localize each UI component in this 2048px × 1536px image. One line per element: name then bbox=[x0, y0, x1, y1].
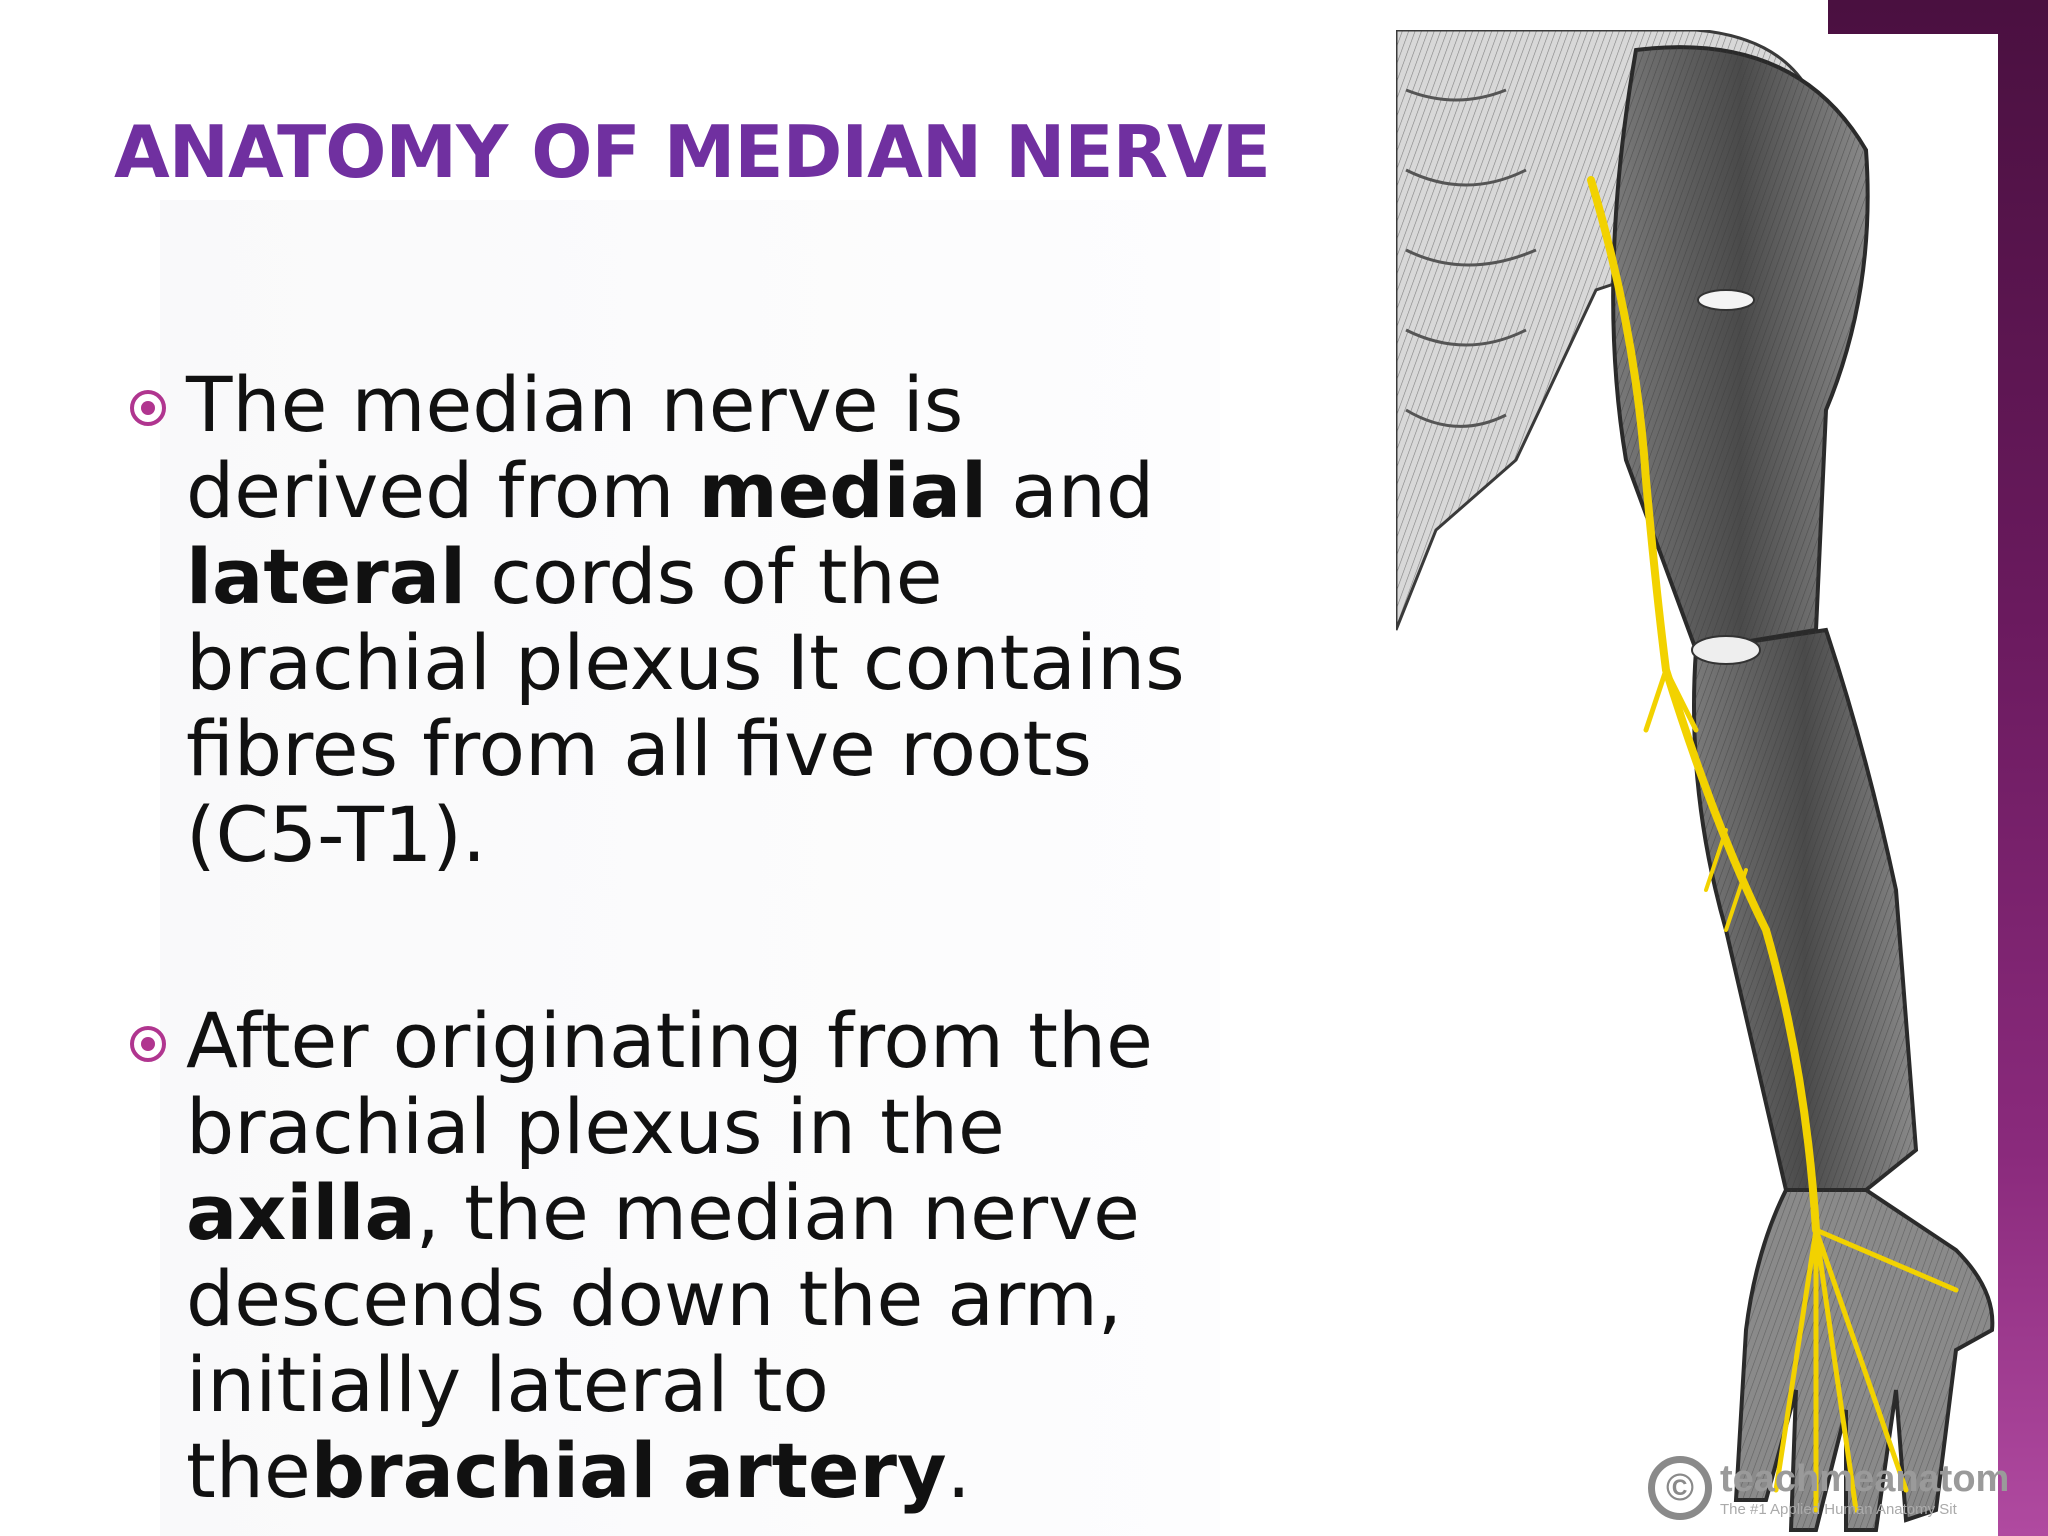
bullet-2-part-4: brachial artery bbox=[310, 1426, 947, 1515]
bullet-list: The median nerve is derived from medial … bbox=[120, 362, 1240, 1514]
median-nerve bbox=[1587, 176, 1959, 1513]
bullet-item-2: After originating from the brachial plex… bbox=[120, 998, 1240, 1514]
body-panel bbox=[160, 200, 1220, 1536]
bullet-1-part-5: cords of the brachial plexus It contains… bbox=[186, 532, 1185, 879]
copyright-icon: © bbox=[1648, 1456, 1712, 1520]
bullet-text-1: The median nerve is derived from medial … bbox=[186, 360, 1185, 879]
watermark-name: teachmeanatom bbox=[1720, 1457, 2010, 1500]
bullet-2-part-1: After originating from the brachial plex… bbox=[186, 996, 1153, 1171]
slide-title: ANATOMY OF MEDIAN NERVE bbox=[114, 110, 1271, 194]
bullet-text-2: After originating from the brachial plex… bbox=[186, 996, 1153, 1515]
arm-anatomy-illustration bbox=[1396, 30, 1995, 1532]
ribs bbox=[1405, 88, 1537, 428]
bullet-2-part-2: axilla bbox=[186, 1168, 416, 1257]
bullet-2-part-3: , the median nerve descends down the arm… bbox=[186, 1168, 1140, 1515]
watermark: © teachmeanatom The #1 Applied Human Ana… bbox=[1648, 1456, 2009, 1520]
watermark-tagline: The #1 Applied Human Anatomy Sit bbox=[1720, 1500, 1957, 1518]
bullet-item-1: The median nerve is derived from medial … bbox=[120, 362, 1240, 878]
bullet-icon bbox=[130, 390, 166, 426]
bullet-1-part-2: medial bbox=[698, 446, 988, 535]
watermark-text: teachmeanatom The #1 Applied Human Anato… bbox=[1720, 1460, 2009, 1517]
bullet-1-part-1: The median nerve is derived from bbox=[186, 360, 964, 535]
bullet-1-part-4: lateral bbox=[186, 532, 467, 621]
bullet-2-part-5: . bbox=[946, 1426, 971, 1515]
bullet-icon bbox=[130, 1026, 166, 1062]
bullet-1-part-3: and bbox=[987, 446, 1155, 535]
